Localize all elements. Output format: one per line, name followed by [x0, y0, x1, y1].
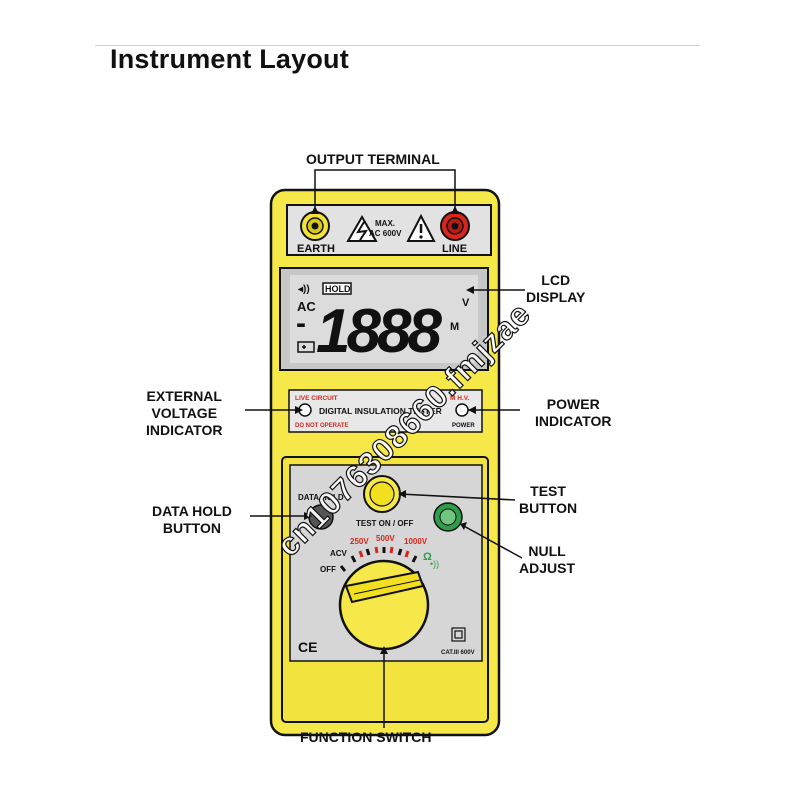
arrow-heads [295, 206, 476, 654]
svg-text:◂)): ◂)) [297, 284, 310, 295]
max-rating: AC 600V [369, 229, 402, 238]
lcd-screen [290, 275, 478, 363]
battery-icon [297, 341, 315, 353]
range-1000v: 1000V [404, 537, 428, 546]
lcd-ac: AC [297, 299, 316, 314]
cat-rating: CAT.III 600V [441, 650, 475, 656]
page-title: Instrument Layout [110, 44, 349, 74]
callout-output-terminal: OUTPUT TERMINAL [306, 151, 440, 167]
lcd-hold: HOLD [325, 284, 351, 294]
data-hold-label: DATA HOLD [298, 493, 344, 502]
callout-data-hold-button: DATA HOLD BUTTON [152, 503, 232, 536]
buzzer-icon: ◂)) [297, 284, 310, 295]
dial-red-ticks [358, 546, 410, 558]
do-not-operate-label: DO NOT OPERATE [295, 423, 349, 429]
lcd-digits: 1888 [316, 297, 442, 366]
high-voltage-warning-icon [346, 215, 378, 242]
callout-lcd-display: LCD DISPLAY [526, 272, 586, 305]
ce-mark: CE [298, 639, 317, 655]
lcd-unit-v: V [462, 297, 470, 309]
continuity-icon: •)) [430, 559, 439, 569]
power-led [455, 403, 469, 417]
callout-external-voltage-indicator: EXTERNAL VOLTAGE INDICATOR [146, 388, 223, 438]
callout-null-adjust: NULL ADJUST [519, 543, 576, 576]
lcd-minus: - [296, 307, 306, 340]
leader-lines [245, 169, 525, 728]
indicator-panel [288, 389, 483, 433]
callout-function-switch: FUNCTION SWITCH [300, 729, 432, 745]
live-circuit-label: LIVE CIRCUIT [295, 395, 338, 402]
dial-ticks [339, 547, 418, 572]
range-250v: 250V [350, 537, 369, 546]
earth-terminal [300, 211, 330, 241]
callout-power-indicator: POWER INDICATOR [535, 396, 612, 429]
model-label: DIGITAL INSULATION TESTER [319, 406, 442, 416]
lcd-unit-m: M [450, 321, 459, 333]
range-ohm: Ω [423, 551, 432, 563]
caution-icon [406, 213, 436, 242]
max-label: MAX. [375, 219, 395, 228]
callout-test-button: TEST BUTTON [519, 483, 578, 516]
range-500v: 500V [376, 534, 395, 543]
range-acv: ACV [330, 549, 348, 558]
test-on-off-label: TEST ON / OFF [356, 519, 413, 528]
line-terminal [440, 211, 470, 241]
m-hv-label: M H.V. [450, 395, 469, 402]
power-label: POWER [452, 423, 475, 429]
earth-label: EARTH [297, 243, 335, 255]
line-label: LINE [442, 243, 467, 255]
range-off: OFF [320, 565, 336, 574]
header-rule [95, 45, 700, 46]
double-insulation-icon [451, 627, 466, 642]
